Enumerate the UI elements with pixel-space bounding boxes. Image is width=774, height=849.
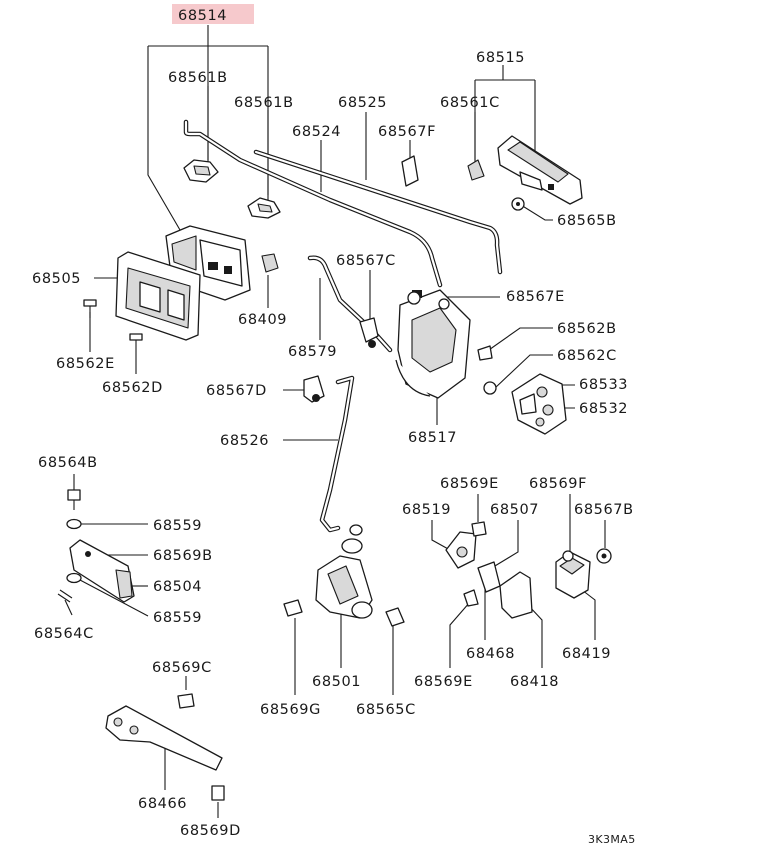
label-68559-lower: 68559 [153, 610, 202, 626]
part-rod-68525 [253, 149, 503, 275]
part-bolt-68569C [177, 693, 195, 709]
part-rod-68579 [307, 255, 393, 353]
part-hinge-68466 [105, 705, 223, 771]
label-68525: 68525 [338, 95, 387, 111]
label-68569C: 68569C [152, 660, 212, 676]
label-68562C: 68562C [557, 348, 617, 364]
label-68409: 68409 [238, 312, 287, 328]
label-68567D: 68567D [206, 383, 267, 399]
label-68567B: 68567B [574, 502, 634, 518]
part-rod-68524 [183, 119, 443, 288]
part-bolt-68562B [477, 345, 493, 361]
label-68562E: 68562E [56, 356, 115, 372]
label-68418: 68418 [510, 674, 559, 690]
label-68564C: 68564C [34, 626, 94, 642]
part-clip-68567D [303, 375, 325, 403]
part-screw-68562D [129, 333, 143, 341]
part-outer-handle-68515 [497, 135, 583, 205]
label-68466: 68466 [138, 796, 187, 812]
label-68507: 68507 [490, 502, 539, 518]
label-68532: 68532 [579, 401, 628, 417]
part-module-68419 [555, 551, 591, 599]
part-bracket-68507 [477, 561, 501, 593]
label-68533: 68533 [579, 377, 628, 393]
part-clip-68567F [401, 155, 419, 187]
part-bolt-68569D [211, 785, 225, 801]
part-bracket-68519 [445, 531, 477, 569]
label-68569E-upper: 68569E [440, 476, 499, 492]
leader-lines [64, 25, 606, 818]
part-striker-68532 [511, 373, 567, 435]
label-68517: 68517 [408, 430, 457, 446]
part-clip-68561B-lower [247, 197, 281, 219]
part-handle-bezel-68505 [115, 251, 201, 341]
label-68504: 68504 [153, 579, 202, 595]
part-washer-68559-upper [66, 518, 82, 530]
label-68561C: 68561C [440, 95, 500, 111]
label-68567F: 68567F [378, 124, 436, 140]
part-clip-68567B [596, 548, 612, 564]
label-68501: 68501 [312, 674, 361, 690]
label-68561B-lower: 68561B [234, 95, 294, 111]
label-68565C: 68565C [356, 702, 416, 718]
label-68569G: 68569G [260, 702, 321, 718]
part-clip-68567E [407, 291, 421, 305]
label-title-part: 68514 [178, 8, 227, 24]
label-68562B: 68562B [557, 321, 617, 337]
label-68419: 68419 [562, 646, 611, 662]
part-labels: 68514 68561B 68561B 68525 68524 68567F 6… [32, 4, 636, 846]
label-68562D: 68562D [102, 380, 163, 396]
drawing-code: 3K3MA5 [588, 833, 636, 846]
part-bolt-68562C [483, 381, 497, 395]
part-actuator-68501 [315, 524, 373, 619]
label-68524: 68524 [292, 124, 341, 140]
part-clip-68561B-upper [183, 159, 219, 183]
part-clip-68565C [385, 607, 405, 627]
label-68569D: 68569D [180, 823, 241, 839]
part-clip-68561C [467, 159, 485, 181]
part-bolt-68569F [562, 550, 574, 562]
part-bolt-68569E-upper [471, 521, 487, 537]
part-bolt-68564B [67, 489, 81, 510]
label-68565B: 68565B [557, 213, 617, 229]
part-clip-68567C [359, 317, 379, 348]
label-68561B-upper: 68561B [168, 70, 228, 86]
label-68579: 68579 [288, 344, 337, 360]
title-highlight [172, 4, 254, 24]
part-clip-68565B [511, 197, 525, 211]
part-hinge-68504 [69, 539, 135, 603]
label-68519: 68519 [402, 502, 451, 518]
part-bracket-68418 [499, 571, 533, 619]
part-bolt-68569E-lower [463, 589, 479, 607]
label-68515: 68515 [476, 50, 525, 66]
part-clip-68409 [261, 253, 279, 273]
part-washer-68559-lower [66, 572, 82, 584]
part-pin-68564C [57, 589, 73, 603]
label-68567E: 68567E [506, 289, 565, 305]
label-68569F: 68569F [529, 476, 587, 492]
part-bolt-68569G [283, 599, 303, 617]
label-68569E-lower: 68569E [414, 674, 473, 690]
part-door-lock-68517 [395, 289, 471, 399]
label-68505: 68505 [32, 271, 81, 287]
label-68569B: 68569B [153, 548, 213, 564]
part-rod-68526 [319, 375, 355, 533]
part-screw-68562E [83, 299, 97, 318]
label-68526: 68526 [220, 433, 269, 449]
label-68468: 68468 [466, 646, 515, 662]
label-68559-upper: 68559 [153, 518, 202, 534]
label-68564B: 68564B [38, 455, 98, 471]
label-68567C: 68567C [336, 253, 396, 269]
